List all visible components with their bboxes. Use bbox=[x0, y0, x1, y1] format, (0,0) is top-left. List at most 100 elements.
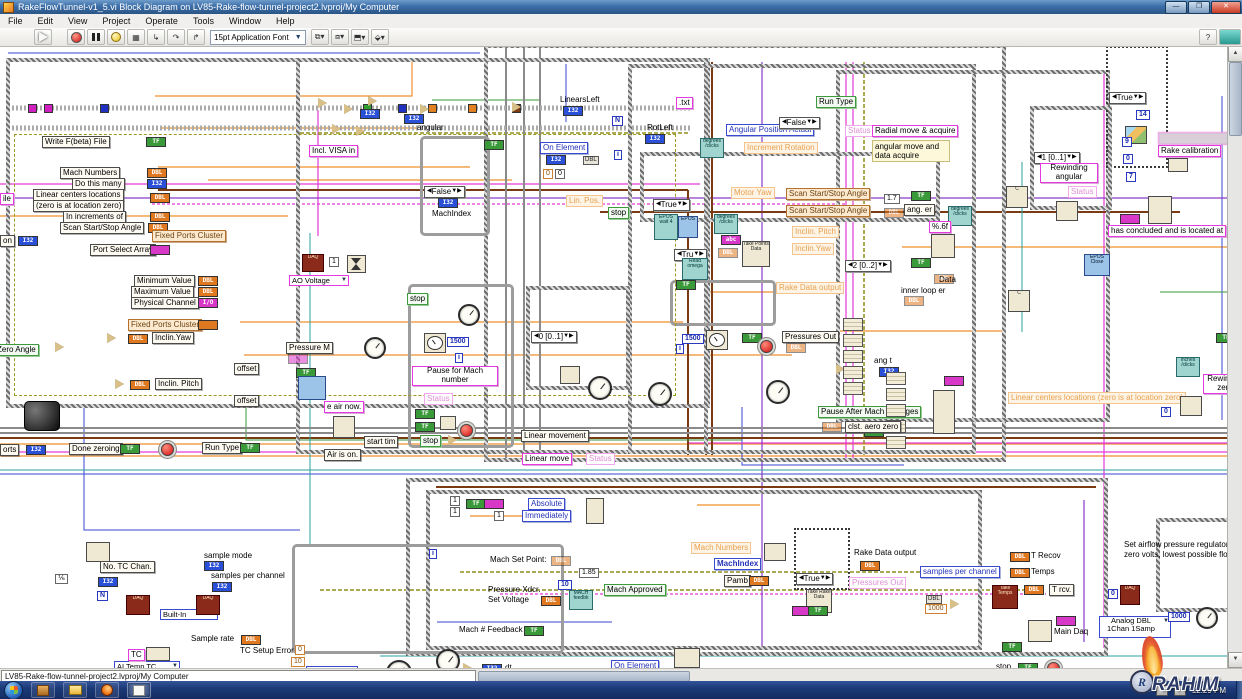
menu-item-help[interactable]: Help bbox=[275, 16, 295, 26]
reorder-button[interactable]: ⬙▾ bbox=[370, 29, 389, 45]
pressure-m-label[interactable]: Pressure M bbox=[286, 342, 333, 354]
zero-box1[interactable]: 0 bbox=[543, 169, 553, 180]
case-hdr-false-machindex[interactable]: False bbox=[424, 186, 465, 198]
case-hdr-2-02[interactable]: 2 [0..2] bbox=[845, 260, 891, 272]
sq-5[interactable] bbox=[398, 104, 407, 113]
mach-numbers-term[interactable]: DBL bbox=[147, 168, 167, 178]
loop-tc-setup[interactable] bbox=[292, 544, 564, 654]
tc-setup-label[interactable]: TC Setup Error bbox=[240, 646, 294, 655]
visa-c-icon1[interactable]: C bbox=[1006, 186, 1028, 208]
ary-1[interactable] bbox=[843, 318, 863, 331]
zero-angle-label[interactable]: Zero Angle bbox=[0, 344, 39, 356]
i-box3[interactable]: i bbox=[676, 344, 684, 355]
dbl-label-sm[interactable]: DBL bbox=[926, 595, 942, 605]
i-box-1[interactable]: i bbox=[455, 353, 463, 364]
zero-arrow[interactable] bbox=[55, 342, 64, 352]
tri-7[interactable] bbox=[420, 104, 429, 114]
sq-2[interactable] bbox=[44, 104, 53, 113]
const-1000b[interactable]: 1000 bbox=[1168, 612, 1190, 623]
case-bottom-inner[interactable] bbox=[426, 490, 982, 650]
maximum-value-label[interactable]: Maximum Value bbox=[131, 286, 194, 298]
inner-loop-label[interactable]: inner loop er bbox=[901, 286, 946, 295]
mach-feedback-term[interactable]: TF bbox=[524, 626, 544, 636]
i-box4[interactable]: i bbox=[429, 549, 437, 560]
linear-centers-label1[interactable]: Linear centers locations bbox=[33, 189, 124, 201]
abort-1[interactable] bbox=[161, 443, 174, 456]
clock-4[interactable] bbox=[648, 382, 672, 406]
table-icon[interactable] bbox=[931, 234, 955, 258]
linearsleft-term[interactable]: I32 bbox=[563, 106, 583, 116]
n-box2[interactable]: N bbox=[97, 591, 109, 602]
loop-1500[interactable] bbox=[670, 280, 776, 326]
const-9[interactable]: 9 bbox=[1122, 137, 1132, 148]
resize-objects-button[interactable]: ⬒▾ bbox=[350, 29, 369, 45]
tc-icons[interactable] bbox=[146, 647, 170, 661]
sample-rate-term[interactable]: DBL bbox=[241, 635, 261, 645]
pause-button[interactable] bbox=[87, 29, 105, 45]
angular-note[interactable]: angular move and data acquire bbox=[872, 140, 950, 163]
tray-expand-arrow[interactable]: ▴ bbox=[1146, 687, 1150, 694]
inclin-pitch-label[interactable]: Inclin. Pitch bbox=[155, 378, 202, 390]
ang-er-label[interactable]: ang. er bbox=[904, 204, 935, 216]
bt-chip2[interactable]: TF bbox=[808, 606, 828, 616]
hourglass-icon[interactable] bbox=[347, 255, 366, 273]
clst-aero-term[interactable]: DBL bbox=[822, 422, 842, 432]
step-out-button[interactable]: ↱ bbox=[187, 29, 205, 45]
temps-term[interactable]: DBL bbox=[1010, 568, 1030, 578]
tray-icon-2[interactable] bbox=[1173, 684, 1186, 696]
motor-yaw-label[interactable]: Motor Yaw bbox=[731, 187, 775, 199]
angular-term[interactable]: I32 bbox=[404, 114, 424, 124]
temps-label[interactable]: Temps bbox=[1031, 567, 1055, 576]
pitch-sub-tri[interactable] bbox=[115, 379, 124, 389]
move-icon[interactable] bbox=[586, 498, 604, 524]
step-into-button[interactable]: ↳ bbox=[147, 29, 165, 45]
gauge-2[interactable] bbox=[706, 330, 728, 350]
minimize-button[interactable]: — bbox=[1165, 0, 1187, 14]
stop-label2[interactable]: stop bbox=[420, 435, 442, 447]
po-term[interactable]: DBL bbox=[786, 343, 806, 353]
samples-chan-term2[interactable]: I32 bbox=[212, 582, 232, 592]
take-points-icon[interactable]: Take Points Data bbox=[742, 241, 770, 267]
cluster-icon-b[interactable] bbox=[674, 648, 700, 668]
tf-chip-a[interactable]: TF bbox=[415, 409, 435, 419]
fmt-chip-v[interactable] bbox=[1120, 214, 1140, 224]
t-rcv-term[interactable]: DBL bbox=[1024, 585, 1044, 595]
case-hdr-false-right[interactable]: False bbox=[779, 117, 820, 129]
stop-label1[interactable]: stop bbox=[407, 293, 429, 305]
no-tc-term[interactable]: I32 bbox=[98, 577, 118, 587]
daq-icon-1[interactable]: DAQ bbox=[126, 595, 150, 615]
set-airflow-label1[interactable]: Set airflow pressure regulator bbox=[1124, 540, 1229, 549]
deg-clicks-2[interactable]: degrees /clicks bbox=[714, 214, 738, 234]
mach-feedback-icon[interactable]: MACH feedbk bbox=[569, 590, 593, 610]
one-c[interactable]: 1 bbox=[494, 511, 504, 522]
polar-icon[interactable] bbox=[1028, 620, 1052, 642]
grid-icon-rt[interactable] bbox=[1180, 396, 1202, 416]
align-objects-button[interactable]: ⧉▾ bbox=[310, 29, 329, 45]
take-temps-icon[interactable]: Take Temps bbox=[992, 585, 1018, 609]
tf-chip-h[interactable]: TF bbox=[466, 499, 486, 509]
done-zeroing-term[interactable]: TF bbox=[120, 444, 140, 454]
ang-t-label[interactable]: ang t bbox=[874, 356, 892, 365]
tri-sum[interactable] bbox=[950, 599, 959, 609]
status-2[interactable]: Status bbox=[586, 453, 615, 465]
tf-chip-d[interactable]: TF bbox=[911, 191, 931, 201]
set-airflow-label2[interactable]: zero volts, lowest possible flo bbox=[1124, 550, 1228, 559]
status-4[interactable]: Status bbox=[1068, 186, 1097, 198]
inner-loop-term[interactable]: DBL bbox=[904, 296, 924, 306]
tf-chip-f[interactable]: TF bbox=[742, 333, 762, 343]
e-air-now-label[interactable]: e air now. bbox=[324, 401, 365, 413]
font-selector[interactable]: 15pt Application Font ▼ bbox=[210, 29, 306, 45]
mach-numbers-label[interactable]: Mach Numbers bbox=[60, 167, 121, 179]
tri-1[interactable] bbox=[318, 98, 327, 108]
stop-label4[interactable]: stop bbox=[996, 662, 1012, 671]
const-17[interactable]: 1.7 bbox=[884, 194, 900, 205]
rake-data-term2[interactable]: DBL bbox=[860, 561, 880, 571]
clock-2[interactable] bbox=[458, 304, 480, 326]
idx-icon-bl[interactable] bbox=[764, 543, 786, 561]
tf-chip-e[interactable]: TF bbox=[911, 258, 931, 268]
close-button[interactable]: ✕ bbox=[1211, 0, 1241, 14]
start-tim-label[interactable]: start tim bbox=[364, 436, 399, 448]
offset-label1[interactable]: offset bbox=[234, 363, 260, 375]
concat-icon2[interactable] bbox=[1148, 196, 1172, 224]
tri-2[interactable] bbox=[344, 104, 353, 114]
